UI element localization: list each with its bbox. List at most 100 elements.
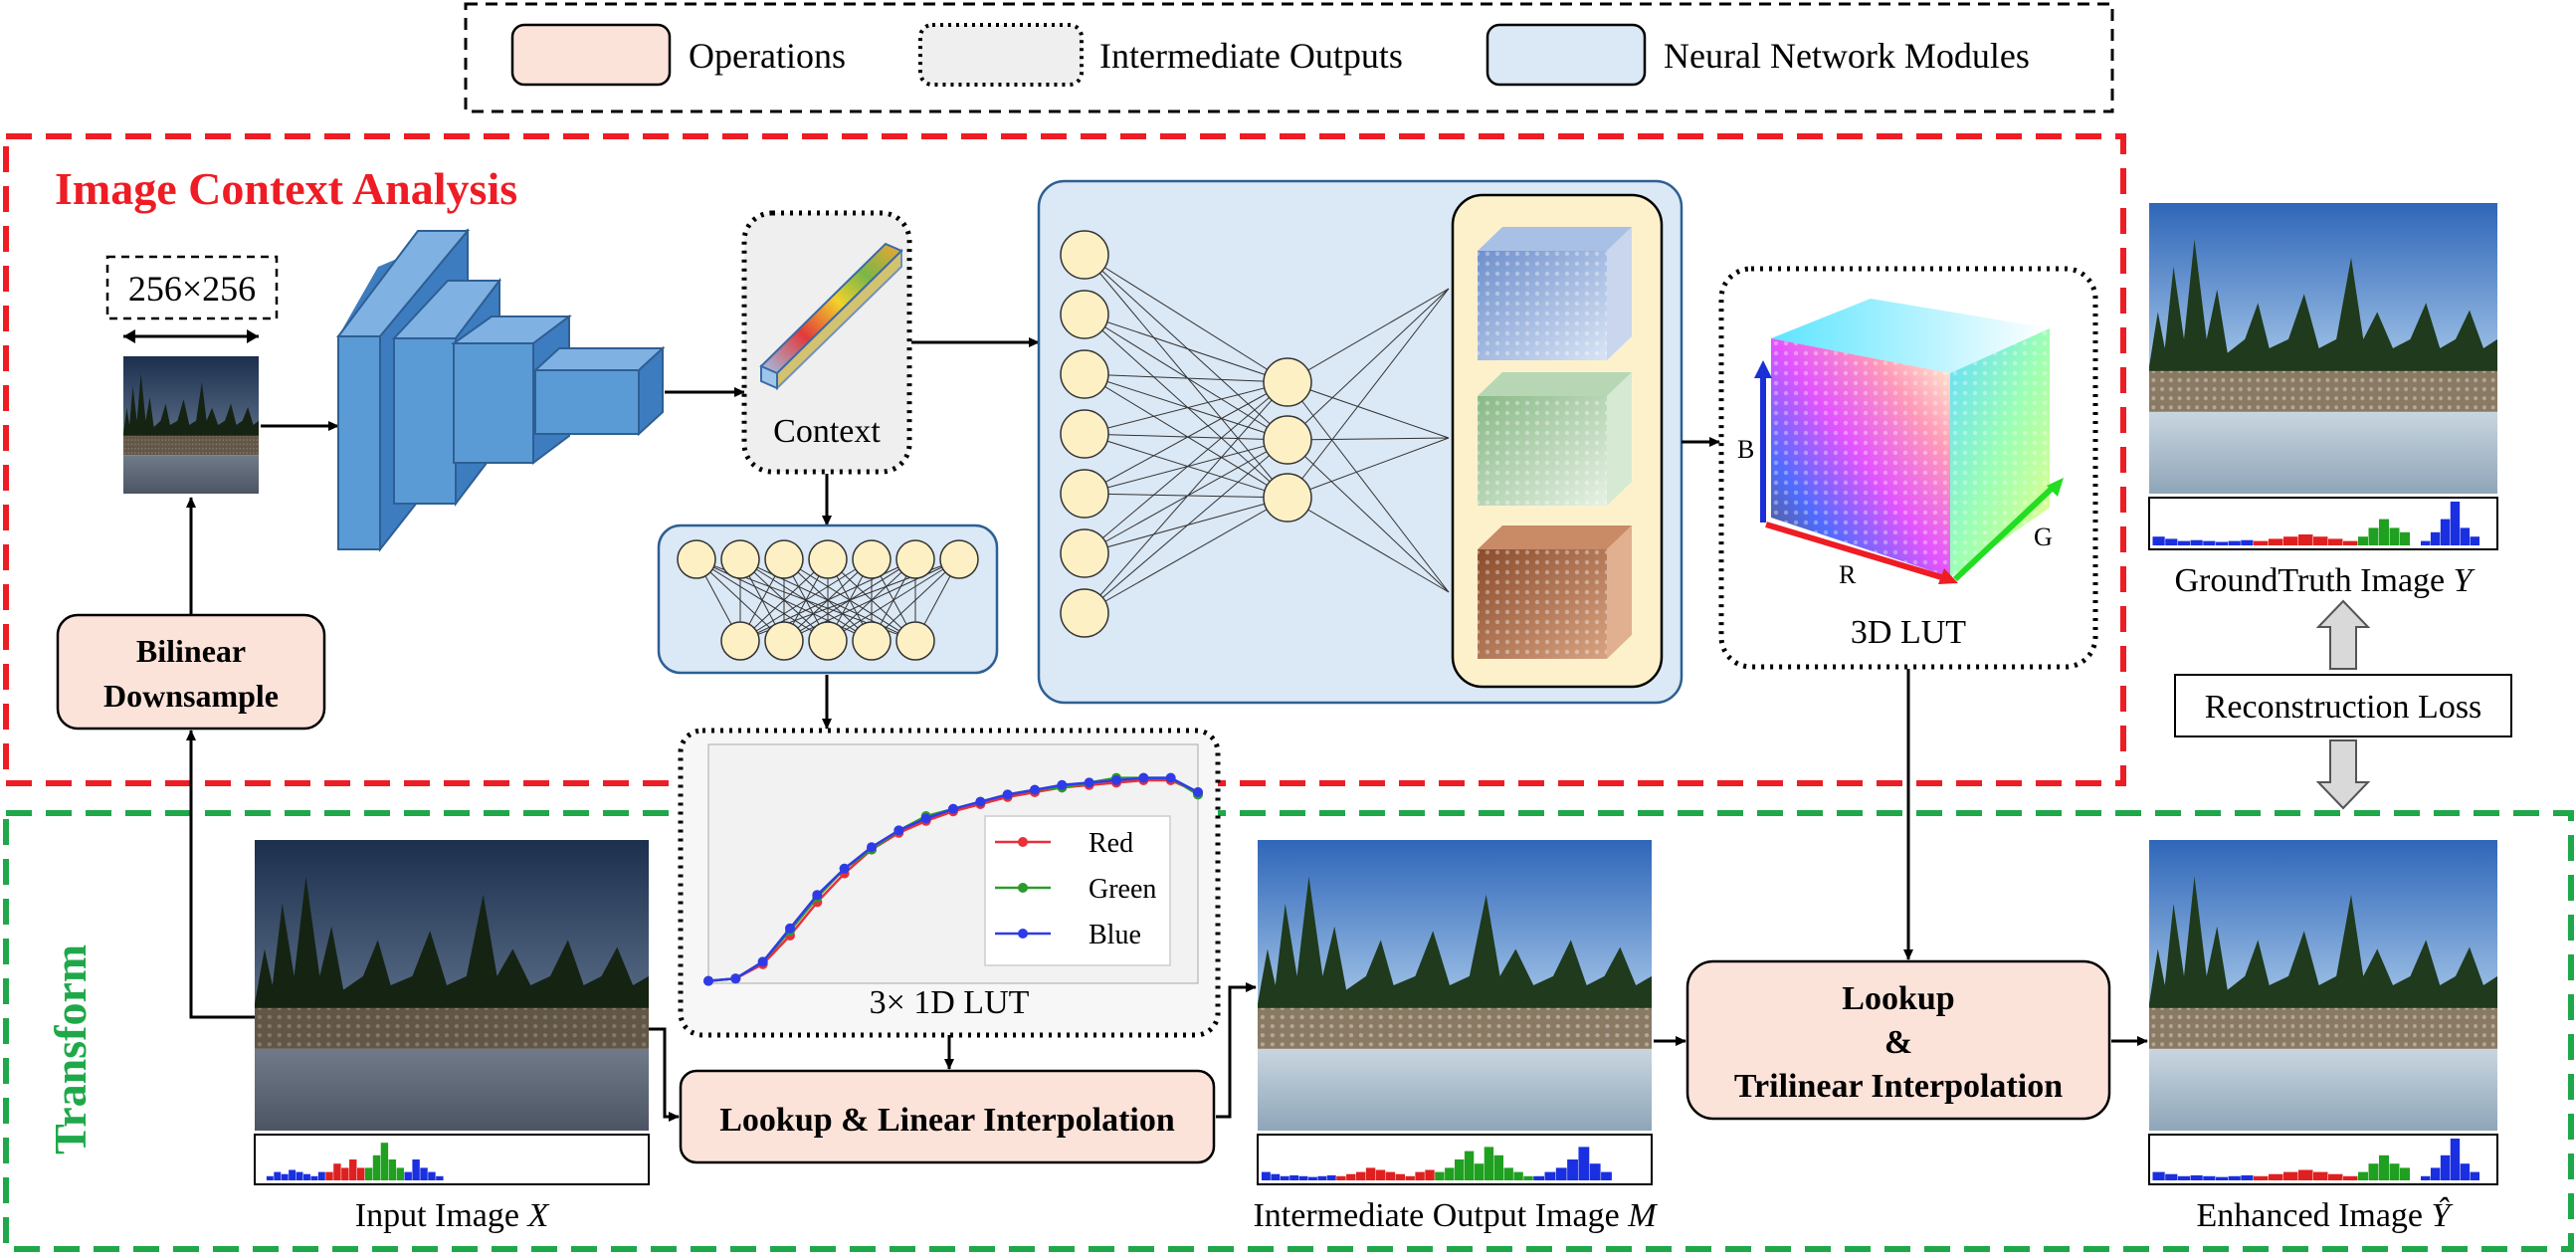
histogram-bar bbox=[2400, 1167, 2410, 1180]
net-node bbox=[1060, 230, 1109, 280]
histogram-bar bbox=[2368, 527, 2379, 545]
transform-title: Transform bbox=[45, 944, 96, 1154]
histogram-bar bbox=[1523, 1175, 1533, 1180]
net-node bbox=[1060, 469, 1109, 519]
histogram-bar bbox=[2177, 540, 2191, 545]
lookup-trilinear-line2: & bbox=[1884, 1024, 1912, 1061]
histogram-bar bbox=[274, 1171, 282, 1180]
legend-label-blue: Blue bbox=[1089, 920, 1141, 950]
net-edge bbox=[1084, 433, 1288, 499]
histogram-bar bbox=[2379, 1154, 2389, 1180]
axis-b-label: B bbox=[1737, 435, 1754, 464]
histogram-bar bbox=[372, 1154, 381, 1180]
net-edge bbox=[1287, 288, 1450, 383]
histogram-bar bbox=[2470, 1171, 2479, 1180]
mlp-node bbox=[764, 539, 804, 579]
histogram-bar bbox=[2152, 536, 2165, 545]
resolution-box bbox=[105, 255, 279, 320]
histogram-bar bbox=[1567, 1159, 1578, 1180]
net-edge bbox=[1084, 439, 1288, 614]
histogram-bar bbox=[2241, 1174, 2254, 1180]
context-label: Context bbox=[773, 413, 881, 450]
histogram-bar bbox=[1385, 1171, 1396, 1180]
net-node bbox=[1060, 349, 1109, 399]
histogram-bar bbox=[1445, 1167, 1455, 1180]
net-edge bbox=[1287, 439, 1450, 593]
series-point-blue bbox=[1084, 777, 1094, 788]
histogram-bar bbox=[2440, 519, 2451, 545]
net-edge bbox=[1084, 381, 1288, 435]
histogram-bar bbox=[310, 1175, 318, 1180]
histogram-bar bbox=[2254, 1175, 2269, 1180]
histogram-bar bbox=[1336, 1175, 1346, 1180]
intermediate-image bbox=[1258, 840, 1652, 1131]
histogram-bar bbox=[1289, 1174, 1299, 1180]
series-point-blue bbox=[1138, 772, 1149, 783]
net-edge bbox=[1287, 381, 1450, 439]
reconstruction-loss-box bbox=[2174, 674, 2512, 737]
histogram-bar bbox=[281, 1173, 289, 1180]
mlp-edge bbox=[783, 558, 960, 642]
net-edge bbox=[1084, 373, 1288, 441]
legend-marker-green bbox=[1018, 883, 1028, 893]
histogram-bar bbox=[296, 1171, 303, 1180]
histogram-bar bbox=[289, 1169, 297, 1180]
histogram-bar bbox=[2430, 1167, 2441, 1180]
basis-lut-blue bbox=[1478, 227, 1632, 360]
lut-generator-nodes bbox=[1060, 230, 1312, 638]
histogram-bar bbox=[1544, 1171, 1556, 1180]
series-point-blue bbox=[893, 825, 904, 836]
net-edge bbox=[1084, 433, 1288, 441]
histogram-bar bbox=[1346, 1173, 1356, 1180]
context-analysis-title: Image Context Analysis bbox=[55, 163, 517, 214]
mlp-node bbox=[720, 539, 760, 579]
histogram-bar bbox=[2313, 1171, 2328, 1180]
series-point-blue bbox=[1030, 784, 1040, 795]
histogram-bar bbox=[2190, 1174, 2203, 1180]
histogram-bar bbox=[2228, 540, 2241, 545]
mlp-node bbox=[808, 539, 848, 579]
legend-label-red: Red bbox=[1089, 828, 1133, 859]
net-edge bbox=[1084, 314, 1288, 383]
series-point-blue bbox=[1002, 789, 1013, 800]
groundtruth-histogram bbox=[2152, 502, 2479, 545]
histogram-bar bbox=[2450, 502, 2461, 545]
histogram-bar bbox=[1375, 1169, 1386, 1180]
histogram-bar bbox=[1326, 1174, 1336, 1180]
histogram-bar bbox=[2283, 536, 2298, 545]
series-point-blue bbox=[730, 973, 741, 984]
histogram-bar bbox=[1513, 1171, 1523, 1180]
histogram-bar bbox=[1415, 1171, 1425, 1180]
net-edge bbox=[1084, 381, 1288, 495]
histogram-bar bbox=[2177, 1175, 2191, 1180]
histogram-bar bbox=[266, 1175, 274, 1180]
histogram-bar bbox=[388, 1159, 397, 1180]
net-edge bbox=[1084, 314, 1288, 499]
histogram-bar bbox=[1356, 1171, 1366, 1180]
histogram-bar bbox=[1271, 1173, 1281, 1180]
histogram-bar bbox=[2215, 1176, 2229, 1180]
series-point-blue bbox=[1193, 787, 1203, 797]
histogram-bar bbox=[2298, 534, 2313, 545]
histogram-bar bbox=[1503, 1167, 1513, 1180]
legend-intermediate-swatch bbox=[918, 23, 1084, 87]
histogram-bar bbox=[1455, 1159, 1465, 1180]
histogram-bar bbox=[380, 1143, 389, 1180]
histogram-bar bbox=[420, 1167, 428, 1180]
mlp-node bbox=[852, 621, 892, 661]
mlp-edge bbox=[739, 558, 829, 642]
series-point-blue bbox=[812, 890, 823, 901]
series-point-blue bbox=[703, 975, 713, 986]
downsampled-thumbnail bbox=[123, 356, 259, 494]
net-edge bbox=[1287, 437, 1450, 499]
enhanced-image bbox=[2149, 840, 2497, 1131]
axis-r-label: R bbox=[1839, 560, 1857, 589]
mlp-node bbox=[720, 621, 760, 661]
net-edge bbox=[1084, 493, 1288, 499]
legend-intermediate-label: Intermediate Outputs bbox=[1099, 36, 1403, 76]
histogram-bar bbox=[2379, 519, 2389, 545]
histogram-bar bbox=[2203, 540, 2216, 545]
histogram-bar bbox=[2368, 1163, 2379, 1180]
legend-marker-red bbox=[1018, 837, 1028, 847]
mlp-node bbox=[852, 539, 892, 579]
